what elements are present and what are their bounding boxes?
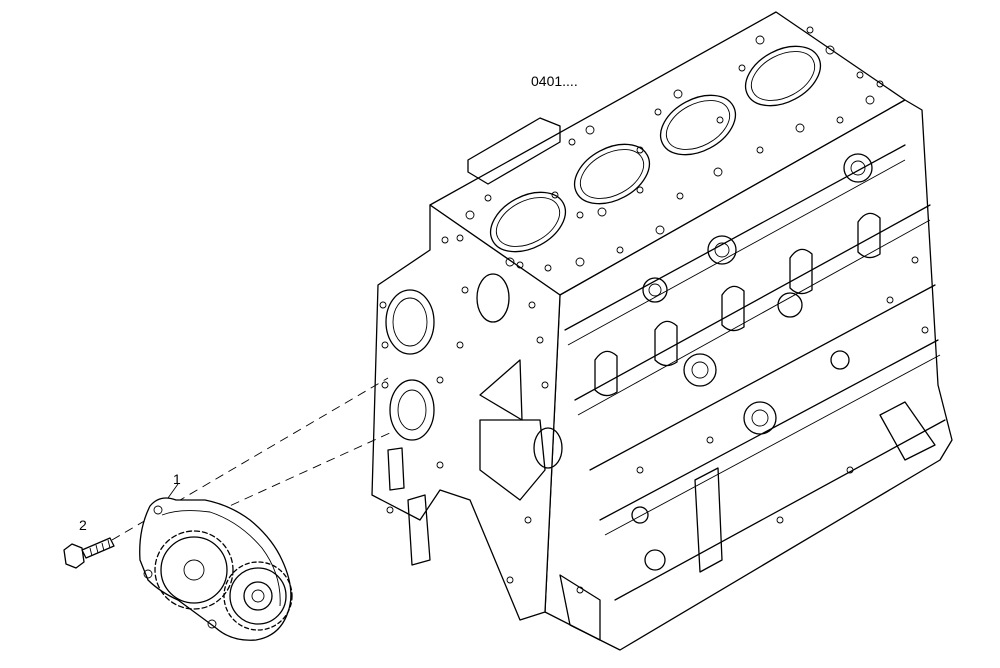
deck-holes (456, 26, 884, 272)
cylinder-bores (489, 45, 822, 253)
front-face-openings (379, 236, 563, 584)
callout-2-label: 2 (79, 517, 87, 533)
oil-pump (139, 497, 293, 641)
engine-block (371, 11, 953, 651)
side-details (559, 144, 946, 641)
bolt (63, 537, 115, 569)
callout-leaders (167, 483, 179, 499)
reference-code: 0401.... (531, 73, 578, 89)
callout-1-label: 1 (173, 471, 181, 487)
